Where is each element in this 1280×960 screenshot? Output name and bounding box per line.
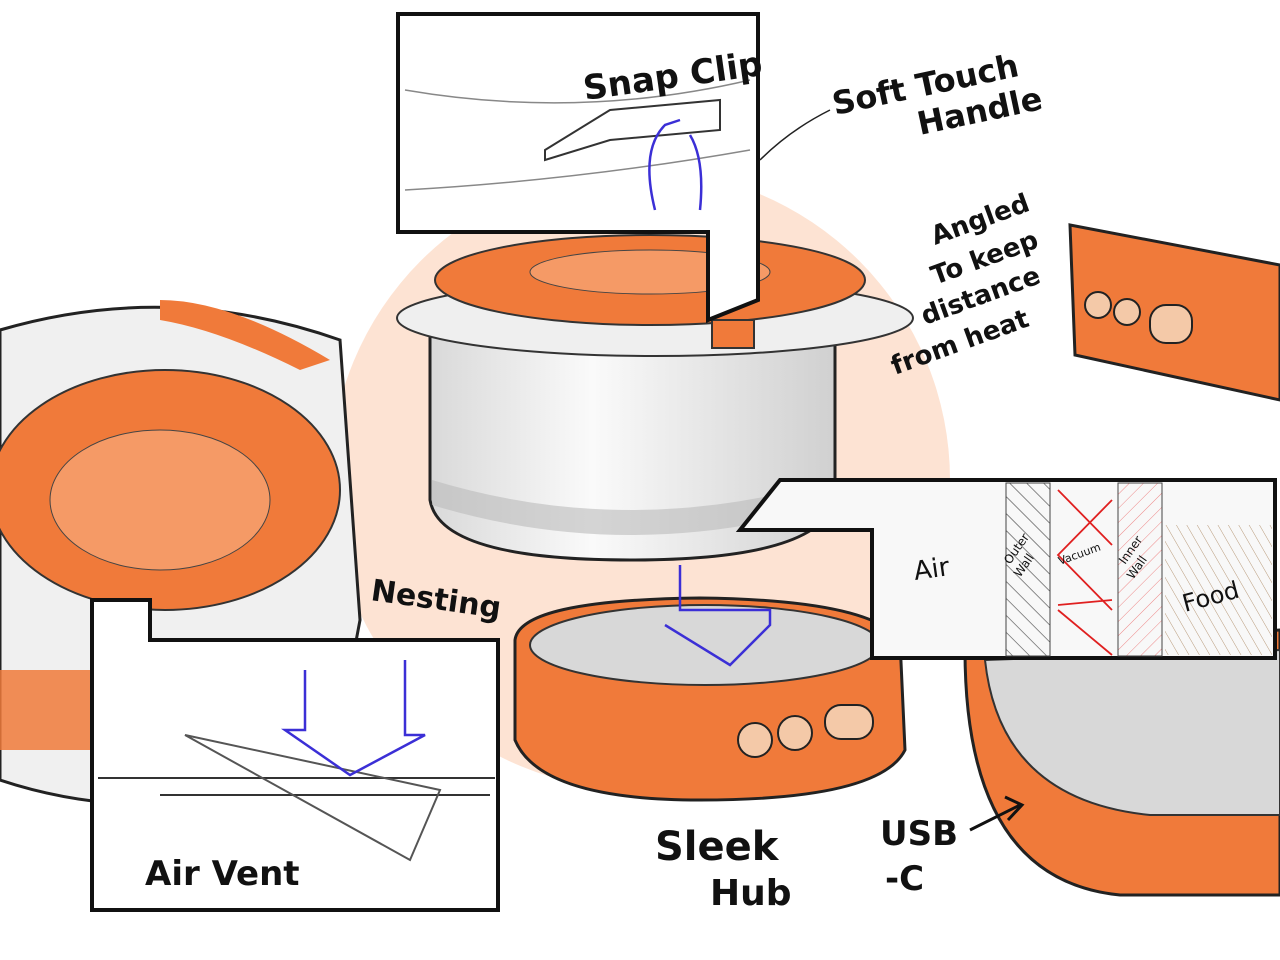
sleek-hub-label-2: Hub (710, 873, 792, 914)
sleek-hub (513, 596, 907, 802)
hub-button-2 (777, 715, 813, 751)
air-layer-label: Air (912, 552, 952, 587)
hub-button-3 (824, 704, 874, 740)
inner-wall-layer (1117, 482, 1163, 657)
nesting-arrow (664, 565, 772, 667)
food-layer (1165, 525, 1272, 655)
sleek-hub-label-1: Sleek (655, 824, 780, 870)
air-vent-label: Air Vent (145, 854, 300, 894)
heat-reflection-arrows (1056, 489, 1113, 656)
air-vent-arrow (280, 660, 426, 777)
snap-clip-inset: Snap Clip (396, 12, 765, 323)
insulation-diagram: Air Outer Wall Vacuum Inner Wall Food (735, 478, 1277, 660)
usb-c-label-2: -C (885, 859, 924, 899)
soft-touch-leader (759, 109, 831, 161)
usb-c-arrow (969, 795, 1025, 832)
hub-button-1 (737, 722, 773, 758)
snap-clip-part (711, 319, 755, 349)
outer-wall-layer (1005, 482, 1051, 657)
right-product (963, 223, 1280, 897)
usb-c-label-1: USB (880, 814, 958, 854)
air-vent-inset: Air Vent (90, 598, 500, 912)
